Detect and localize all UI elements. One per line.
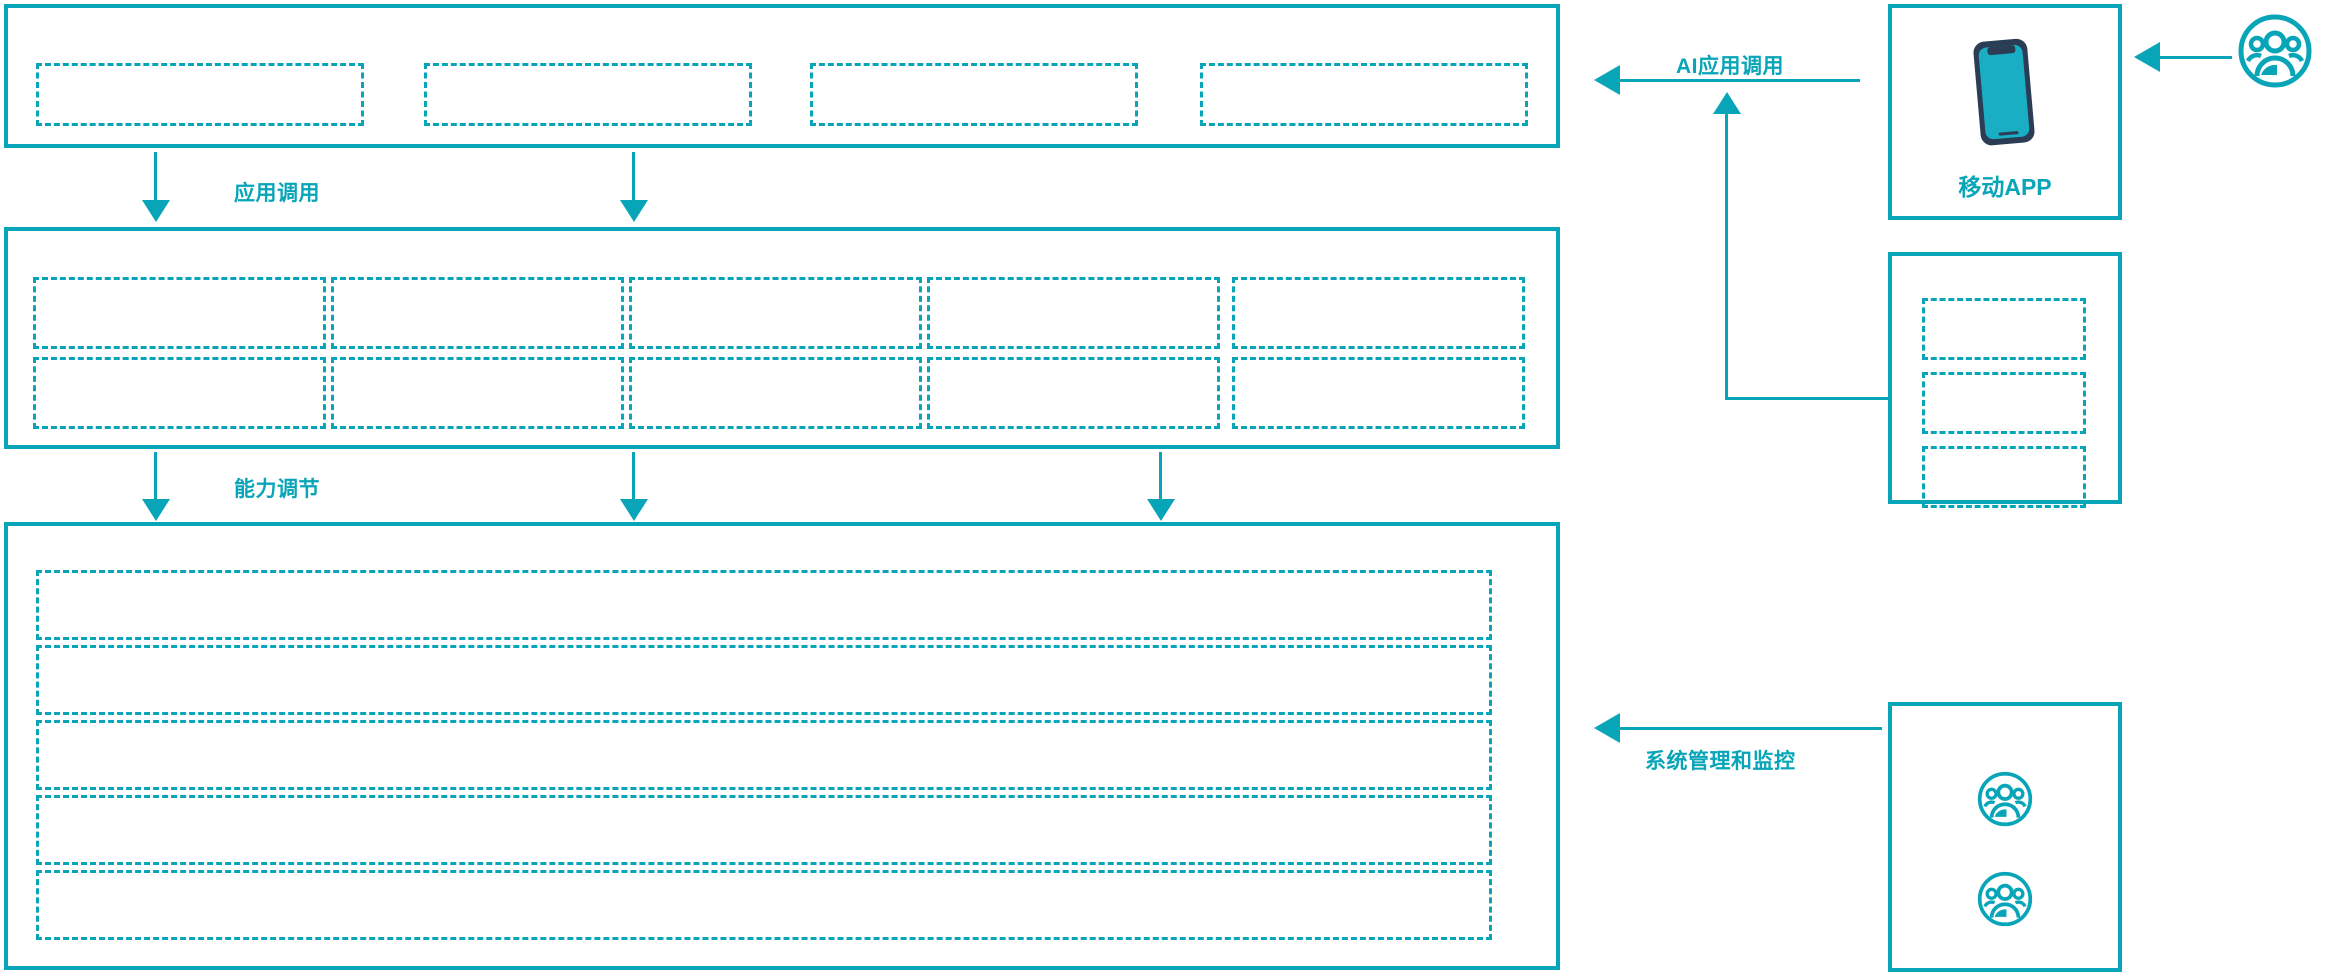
system-admin-arrowhead [1594,713,1620,743]
capability-adjust-arrowhead-2 [620,499,648,521]
platform-bar-4[interactable] [36,795,1492,865]
capability-cell-r2c2[interactable] [331,357,624,429]
app-invoke-line-left [154,152,157,210]
channel-trunk-arrowhead [1713,92,1741,114]
capability-cell-r1c1[interactable] [33,277,326,349]
capability-adjust-line-1 [154,452,157,509]
smartphone-icon [1968,34,2042,150]
capability-adjust-arrowhead-1 [142,499,170,521]
channel-slot-2[interactable] [1922,372,2086,434]
user-group-icon[interactable] [1976,870,2034,928]
capability-cell-r1c4[interactable] [927,277,1220,349]
enduser-to-mobile-arrowhead [2134,42,2160,72]
system-admin-label: 系统管理和监控 [1645,750,1796,773]
mobile-app-caption: 移动APP [1958,174,2052,200]
mobile-app-node[interactable]: 移动APP [1888,4,2122,220]
capability-adjust-label: 能力调节 [234,478,320,501]
capability-cell-r2c4[interactable] [927,357,1220,429]
app-invoke-label: 应用调用 [234,182,320,205]
channel-trunk-vertical [1725,100,1728,400]
channel-slot-1[interactable] [1922,298,2086,360]
operators-node[interactable] [1888,702,2122,972]
capability-cell-r1c5[interactable] [1232,277,1525,349]
capability-cell-r1c2[interactable] [331,277,624,349]
system-admin-line [1620,727,1882,730]
capability-adjust-arrowhead-3 [1147,499,1175,521]
application-slot-3[interactable] [810,63,1138,126]
user-group-icon[interactable] [2236,12,2314,90]
application-slot-2[interactable] [424,63,752,126]
ai-app-invoke-label: AI应用调用 [1676,55,1784,78]
capability-layer-panel [4,227,1560,449]
app-invoke-arrowhead-left [142,200,170,222]
platform-bar-1[interactable] [36,570,1492,640]
app-invoke-line-right [632,152,635,210]
capability-cell-r2c5[interactable] [1232,357,1525,429]
user-group-icon[interactable] [1976,770,2034,828]
platform-bar-2[interactable] [36,645,1492,715]
platform-layer-panel [4,522,1560,970]
ai-app-invoke-line [1620,79,1860,82]
application-slot-1[interactable] [36,63,364,126]
platform-bar-5[interactable] [36,870,1492,940]
capability-cell-r1c3[interactable] [629,277,922,349]
app-invoke-arrowhead-right [620,200,648,222]
capability-cell-r2c1[interactable] [33,357,326,429]
channel-slot-3[interactable] [1922,446,2086,508]
application-slot-4[interactable] [1200,63,1528,126]
capability-adjust-line-2 [632,452,635,509]
platform-bar-3[interactable] [36,720,1492,790]
capability-adjust-line-3 [1159,452,1162,509]
enduser-to-mobile-line [2160,56,2232,59]
ai-app-invoke-arrowhead [1594,65,1620,95]
channel-to-trunk-line [1725,397,1888,400]
capability-cell-r2c3[interactable] [629,357,922,429]
